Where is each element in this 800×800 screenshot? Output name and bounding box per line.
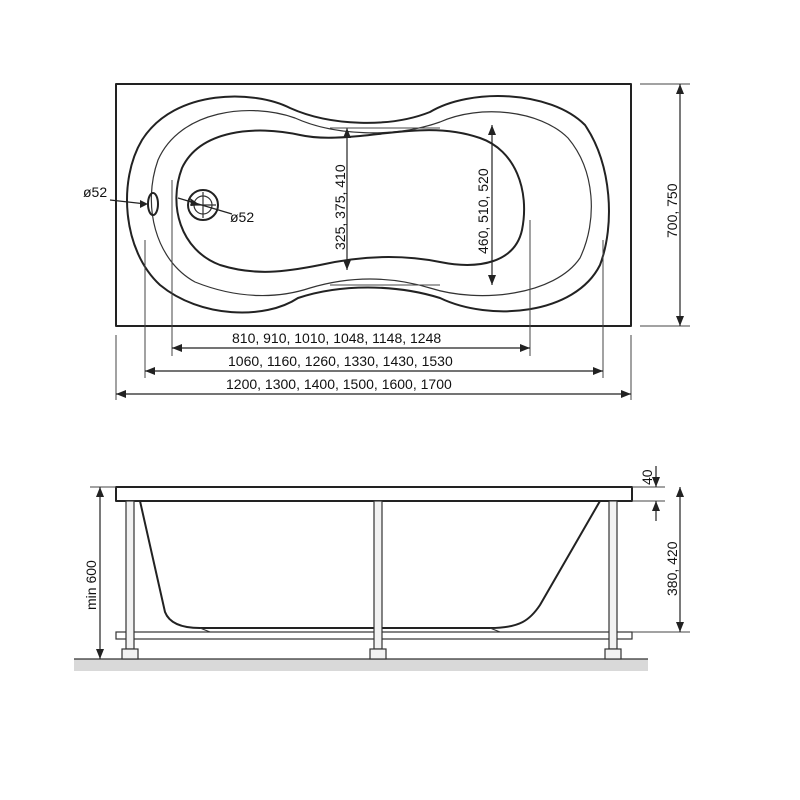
- drain-diameter-label: ø52: [230, 209, 254, 225]
- rim-height-label: 40: [639, 469, 655, 485]
- overflow-icon: [147, 192, 159, 216]
- inner-length-label: 1060, 1160, 1260, 1330, 1430, 1530: [228, 353, 453, 369]
- top-view: ø52 ø52 325, 375, 410 460, 510, 520 700,…: [83, 83, 690, 400]
- wide-width-label: 460, 510, 520: [475, 168, 491, 254]
- tub-outer-rim: [115, 83, 632, 327]
- support-leg: [121, 500, 139, 660]
- total-length-label: 1200, 1300, 1400, 1500, 1600, 1700: [226, 376, 452, 392]
- support-leg: [604, 500, 622, 660]
- outer-width-label: 700, 750: [664, 183, 680, 238]
- side-view: min 600 40 380, 420: [74, 466, 690, 671]
- tub-body: [139, 500, 601, 629]
- tub-outer-contour: [126, 95, 610, 314]
- narrow-width-label: 325, 375, 410: [332, 164, 348, 250]
- total-height-label: min 600: [83, 560, 99, 610]
- support-leg: [369, 500, 387, 660]
- tub-middle-contour: [150, 109, 592, 297]
- depth-label: 380, 420: [664, 541, 680, 596]
- tub-rim: [115, 486, 633, 502]
- bottom-length-label: 810, 910, 1010, 1048, 1148, 1248: [232, 330, 441, 346]
- tub-inner-basin: [175, 129, 526, 273]
- overflow-diameter-label: ø52: [83, 184, 107, 200]
- floor: [74, 659, 648, 671]
